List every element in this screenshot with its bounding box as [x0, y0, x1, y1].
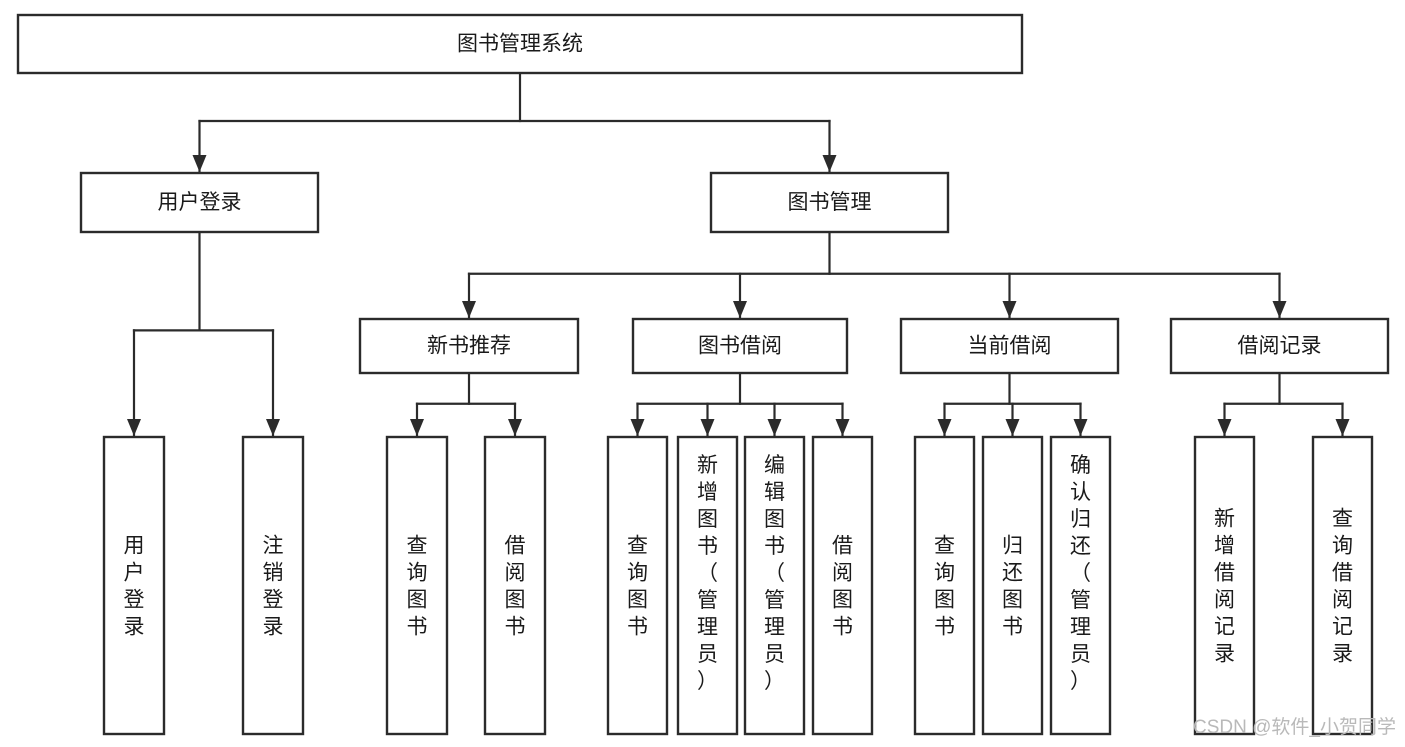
- node-root[interactable]: 图书管理系统: [16, 13, 1024, 75]
- node-box-leaf-borrow-book-2: [811, 435, 874, 736]
- node-box-current-borrow: [899, 317, 1120, 375]
- node-leaf-query-record[interactable]: 查询借阅记录: [1311, 435, 1374, 736]
- node-label-leaf-query-book-1: 查询图书: [407, 535, 428, 639]
- node-label-leaf-borrow-book-1: 借阅图书: [505, 535, 526, 639]
- node-box-user-login: [79, 171, 320, 234]
- node-label-book-manage: 图书管理: [788, 191, 872, 214]
- arrow-icon-current-borrow: [1002, 301, 1017, 318]
- node-book-borrow[interactable]: 图书借阅: [631, 317, 849, 375]
- node-box-book-manage: [709, 171, 950, 234]
- node-label-leaf-confirm-return: 确认归还（管理员）: [1070, 454, 1091, 693]
- node-borrow-record[interactable]: 借阅记录: [1169, 317, 1390, 375]
- node-label-leaf-query-book-2: 查询图书: [627, 535, 648, 639]
- node-label-current-borrow: 当前借阅: [968, 335, 1052, 358]
- node-label-borrow-record: 借阅记录: [1238, 335, 1322, 358]
- node-box-leaf-confirm-return: [1049, 435, 1112, 736]
- node-label-new-book-rec: 新书推荐: [427, 335, 511, 358]
- arrow-icon-leaf-query-book-1: [410, 419, 424, 436]
- node-box-leaf-add-record: [1193, 435, 1256, 736]
- node-box-leaf-query-book-3: [913, 435, 976, 736]
- arrow-icon-borrow-record: [1272, 301, 1287, 318]
- arrow-icon-book-manage: [822, 155, 837, 172]
- node-label-leaf-edit-book: 编辑图书（管理员）: [764, 454, 785, 693]
- node-leaf-confirm-return[interactable]: 确认归还（管理员）: [1049, 435, 1112, 736]
- node-box-book-borrow: [631, 317, 849, 375]
- node-book-manage[interactable]: 图书管理: [709, 171, 950, 234]
- node-label-leaf-return-book: 归还图书: [1002, 535, 1023, 639]
- arrow-icon-leaf-query-record: [1335, 419, 1350, 436]
- arrow-icon-leaf-return-book: [1005, 419, 1020, 436]
- arrow-icon-leaf-user-login: [127, 419, 141, 436]
- node-leaf-borrow-book-2[interactable]: 借阅图书: [811, 435, 874, 736]
- arrow-icon-leaf-confirm-return: [1073, 419, 1088, 436]
- node-box-leaf-query-book-2: [606, 435, 669, 736]
- node-label-user-login: 用户登录: [158, 191, 242, 214]
- arrow-icon-new-book-rec: [462, 301, 476, 318]
- node-box-borrow-record: [1169, 317, 1390, 375]
- arrow-icon-leaf-borrow-book-1: [508, 419, 522, 436]
- arrow-icon-leaf-add-record: [1217, 419, 1232, 436]
- arrow-icon-leaf-query-book-2: [630, 419, 645, 436]
- node-label-leaf-logout: 注销登录: [263, 535, 284, 639]
- edge-group-from-current-borrow: [937, 371, 1088, 438]
- node-box-leaf-return-book: [981, 435, 1044, 736]
- node-label-leaf-borrow-book-2: 借阅图书: [832, 535, 853, 639]
- node-box-leaf-query-record: [1311, 435, 1374, 736]
- edge-group-from-new-book-rec: [410, 371, 522, 438]
- arrow-icon-leaf-add-book: [700, 419, 715, 436]
- node-box-leaf-logout: [241, 435, 305, 736]
- node-leaf-borrow-book-1[interactable]: 借阅图书: [483, 435, 547, 736]
- node-current-borrow[interactable]: 当前借阅: [899, 317, 1120, 375]
- node-leaf-query-book-2[interactable]: 查询图书: [606, 435, 669, 736]
- node-box-leaf-borrow-book-1: [483, 435, 547, 736]
- arrow-icon-leaf-query-book-3: [937, 419, 952, 436]
- node-box-leaf-edit-book: [743, 435, 806, 736]
- node-box-leaf-add-book: [676, 435, 739, 736]
- arrow-icon-leaf-logout: [266, 419, 280, 436]
- csdn-watermark: CSDN @软件_小贺同学: [1193, 716, 1396, 738]
- edge-group-from-root: [192, 71, 837, 174]
- node-leaf-add-book[interactable]: 新增图书（管理员）: [676, 435, 739, 736]
- node-box-new-book-rec: [358, 317, 580, 375]
- node-leaf-query-book-1[interactable]: 查询图书: [385, 435, 449, 736]
- connector-layer: [127, 71, 1350, 438]
- node-layer: 图书管理系统用户登录图书管理新书推荐图书借阅当前借阅借阅记录用户登录注销登录查询…: [16, 13, 1390, 736]
- edge-group-from-borrow-record: [1217, 371, 1350, 438]
- node-label-leaf-add-record: 新增借阅记录: [1214, 508, 1235, 666]
- node-label-root: 图书管理系统: [457, 33, 583, 56]
- node-label-leaf-user-login: 用户登录: [124, 535, 145, 639]
- node-box-leaf-user-login: [102, 435, 166, 736]
- node-box-leaf-query-book-1: [385, 435, 449, 736]
- node-leaf-query-book-3[interactable]: 查询图书: [913, 435, 976, 736]
- arrow-icon-user-login: [192, 155, 207, 172]
- node-label-leaf-query-record: 查询借阅记录: [1332, 508, 1353, 666]
- node-leaf-edit-book[interactable]: 编辑图书（管理员）: [743, 435, 806, 736]
- node-label-book-borrow: 图书借阅: [698, 335, 782, 358]
- node-label-leaf-query-book-3: 查询图书: [934, 535, 955, 639]
- node-new-book-rec[interactable]: 新书推荐: [358, 317, 580, 375]
- node-leaf-return-book[interactable]: 归还图书: [981, 435, 1044, 736]
- node-leaf-add-record[interactable]: 新增借阅记录: [1193, 435, 1256, 736]
- edge-group-from-book-borrow: [630, 371, 850, 438]
- arrow-icon-book-borrow: [733, 301, 747, 318]
- node-box-root: [16, 13, 1024, 75]
- edge-group-from-book-manage: [462, 230, 1287, 320]
- node-leaf-logout[interactable]: 注销登录: [241, 435, 305, 736]
- arrow-icon-leaf-edit-book: [767, 419, 782, 436]
- node-label-leaf-add-book: 新增图书（管理员）: [697, 454, 718, 693]
- node-user-login[interactable]: 用户登录: [79, 171, 320, 234]
- arrow-icon-leaf-borrow-book-2: [835, 419, 850, 436]
- node-leaf-user-login[interactable]: 用户登录: [102, 435, 166, 736]
- edge-group-from-user-login: [127, 230, 280, 438]
